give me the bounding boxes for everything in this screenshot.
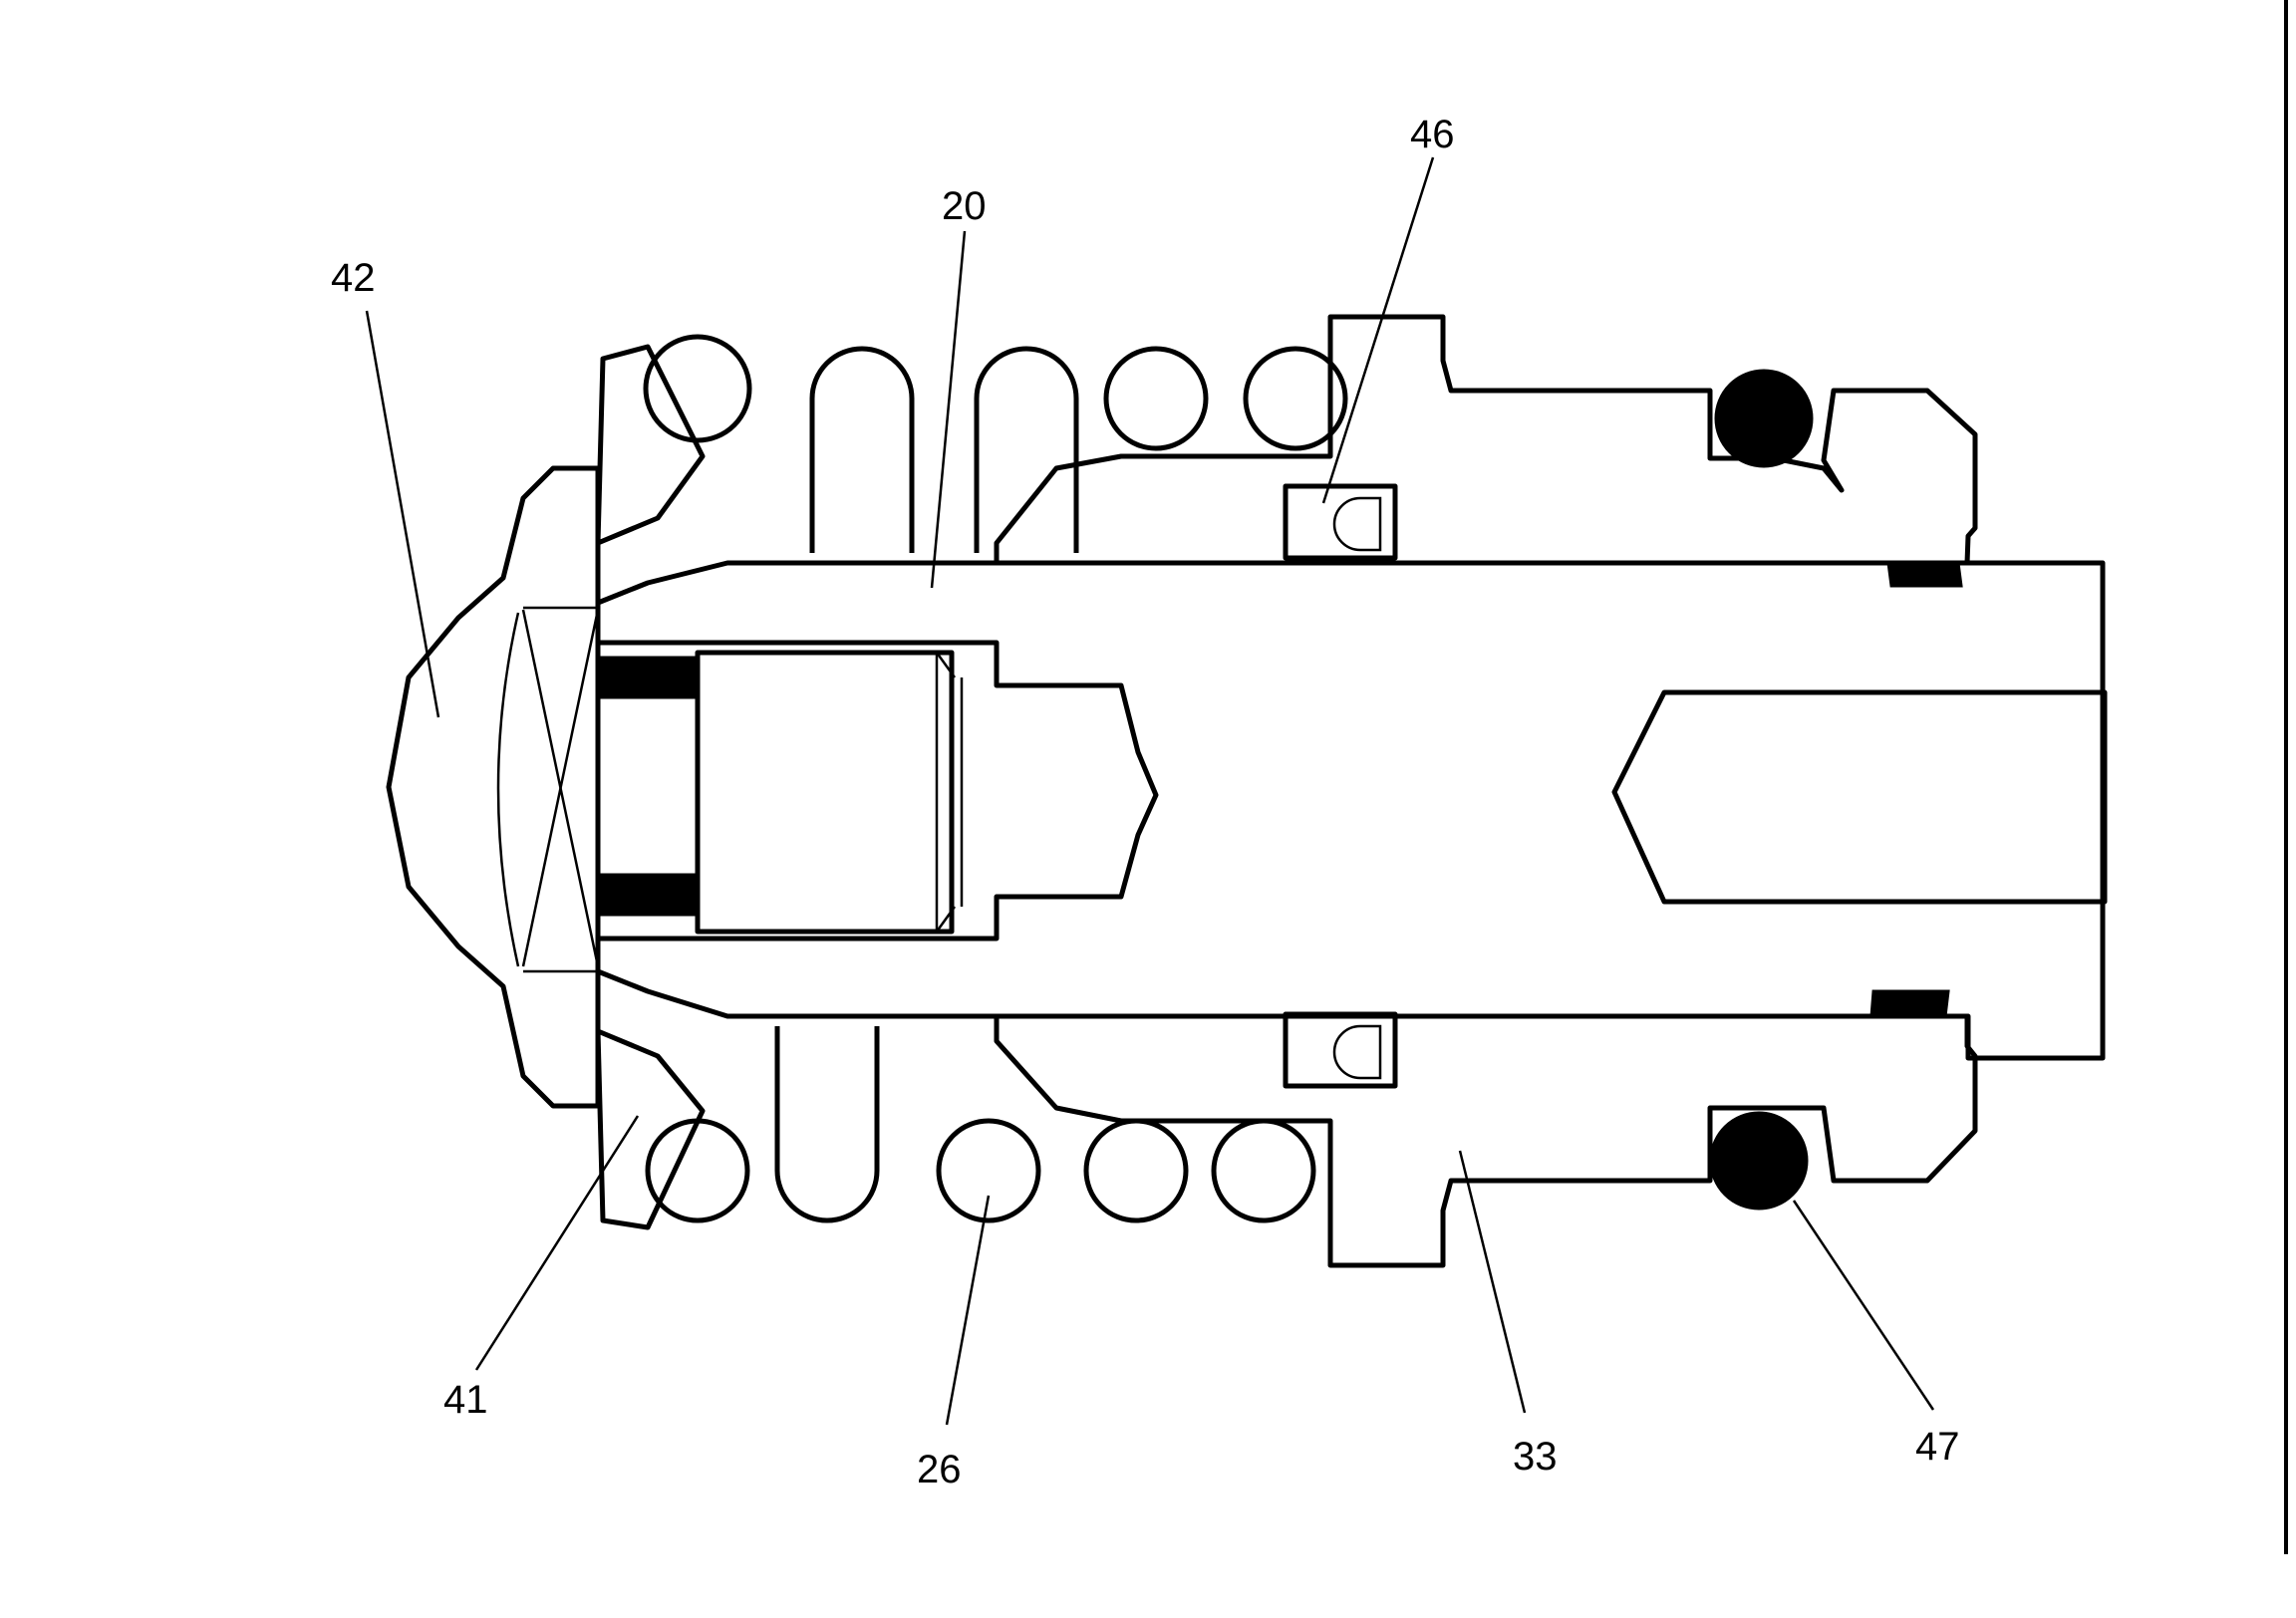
bore-seal-bottom: [599, 873, 698, 917]
leader-20: [930, 230, 967, 589]
spring-coil: [974, 346, 1079, 553]
leader-33: [1458, 1150, 1527, 1414]
bore-seal-top: [599, 656, 698, 699]
label-20: 20: [942, 184, 987, 228]
cap-42: [386, 465, 601, 1109]
sleeve-33-upper: [994, 314, 1978, 566]
spring-coil: [936, 1118, 1041, 1223]
label-26: 26: [917, 1448, 962, 1491]
label-41: 41: [443, 1378, 488, 1422]
sleeve-seal-bottom: [1869, 989, 1950, 1018]
sleeve-seal-top: [1886, 561, 1963, 588]
bolt-20: [595, 560, 2106, 1061]
bolt-left-bore: [595, 640, 1159, 942]
spring-coil: [1243, 346, 1348, 451]
label-42: 42: [331, 256, 376, 300]
leader-47: [1792, 1200, 1935, 1411]
cap-inner-curve: [496, 612, 520, 967]
bore-insert: [695, 650, 955, 935]
bore-insert-chamfer: [935, 652, 957, 678]
seal-46-bottom-cup: [1332, 1024, 1382, 1080]
o-ring-47-bottom: [1709, 1111, 1809, 1211]
spring-coil: [809, 346, 915, 553]
retainer-41-lower: [595, 1028, 706, 1230]
retainer-41-upper: [595, 344, 706, 546]
spring-coil: [1211, 1118, 1316, 1223]
label-47: 47: [1915, 1425, 1960, 1469]
leader-46: [1321, 156, 1435, 504]
spring-coil: [774, 1026, 880, 1223]
seal-46-bottom: [1283, 1011, 1398, 1089]
leader-41: [474, 1115, 640, 1371]
seal-46-top-cup: [1332, 496, 1382, 552]
spring-coil: [1103, 346, 1209, 451]
label-46: 46: [1410, 113, 1455, 156]
label-33: 33: [1513, 1435, 1558, 1479]
bore-insert-chamfer-2: [935, 906, 957, 933]
bolt-right-bore: [1611, 689, 2108, 905]
sleeve-33-lower: [994, 1013, 1978, 1268]
o-ring-47-top: [1714, 369, 1814, 468]
leader-26: [945, 1195, 991, 1426]
spring-coil: [645, 1118, 750, 1223]
cap-inner-curve-3: [521, 609, 600, 967]
leader-42: [365, 310, 440, 718]
seal-46-top: [1283, 483, 1398, 561]
spring-coil: [643, 334, 752, 443]
spring-coil: [1083, 1118, 1189, 1223]
